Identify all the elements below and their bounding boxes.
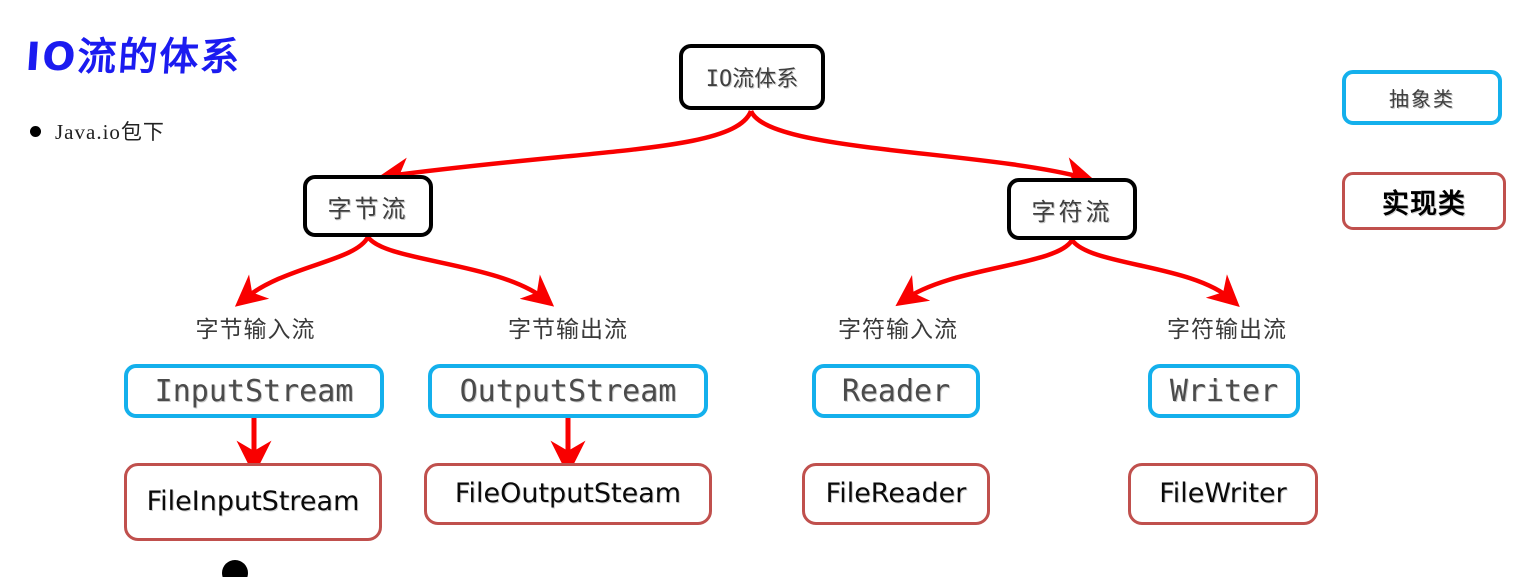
node-filewriter-label: FileWriter — [1159, 477, 1287, 509]
edge-root-to-char-stream — [748, 109, 1096, 188]
node-char-stream[interactable]: 字符流 — [1007, 178, 1137, 240]
legend-abstract-label: 抽象类 — [1389, 89, 1455, 111]
legend-impl-label: 实现类 — [1382, 188, 1466, 220]
node-byte-stream[interactable]: 字节流 — [303, 175, 433, 237]
edge-byte-to-output — [366, 235, 555, 307]
node-outputstream-label: OutputStream — [459, 373, 677, 409]
bullet-list-item: Java.io包下 — [30, 116, 165, 146]
node-char-stream-label: 字符流 — [1031, 199, 1113, 226]
page-title: IO流的体系 — [24, 35, 244, 80]
caption-char-input-stream: 字符输入流 — [838, 317, 958, 342]
node-byte-stream-label: 字节流 — [327, 196, 409, 223]
edge-char-to-writer — [1070, 238, 1240, 308]
node-root[interactable]: IO流体系 — [679, 44, 825, 110]
node-outputstream[interactable]: OutputStream — [428, 364, 708, 418]
node-reader[interactable]: Reader — [812, 364, 980, 418]
caption-byte-output-stream: 字节输出流 — [508, 317, 628, 342]
node-filewriter[interactable]: FileWriter — [1128, 463, 1318, 525]
node-filereader-label: FileReader — [825, 477, 967, 509]
bullet-dot-icon — [30, 125, 41, 137]
edge-char-to-reader — [895, 238, 1074, 307]
node-root-label: IO流体系 — [705, 67, 799, 92]
bottom-bullet-dot-icon — [222, 560, 248, 577]
bullet-item-label: Java.io包下 — [55, 120, 165, 144]
legend-abstract-class[interactable]: 抽象类 — [1342, 70, 1502, 125]
node-fileinputstream[interactable]: FileInputStream — [124, 463, 382, 541]
node-fileinputstream-label: FileInputStream — [146, 485, 360, 517]
node-reader-label: Reader — [841, 373, 951, 409]
node-writer[interactable]: Writer — [1148, 364, 1300, 418]
node-fileoutputsteam-label: FileOutputSteam — [454, 477, 682, 509]
edge-root-to-byte-stream — [377, 110, 754, 189]
node-inputstream[interactable]: InputStream — [124, 364, 384, 418]
legend-impl-class[interactable]: 实现类 — [1342, 172, 1506, 230]
node-inputstream-label: InputStream — [154, 373, 354, 409]
node-fileoutputsteam[interactable]: FileOutputSteam — [424, 463, 712, 525]
caption-byte-input-stream: 字节输入流 — [195, 317, 316, 342]
edge-byte-to-input — [234, 235, 370, 307]
node-filereader[interactable]: FileReader — [802, 463, 990, 525]
caption-char-output-stream: 字符输出流 — [1167, 317, 1287, 342]
node-writer-label: Writer — [1169, 373, 1279, 409]
